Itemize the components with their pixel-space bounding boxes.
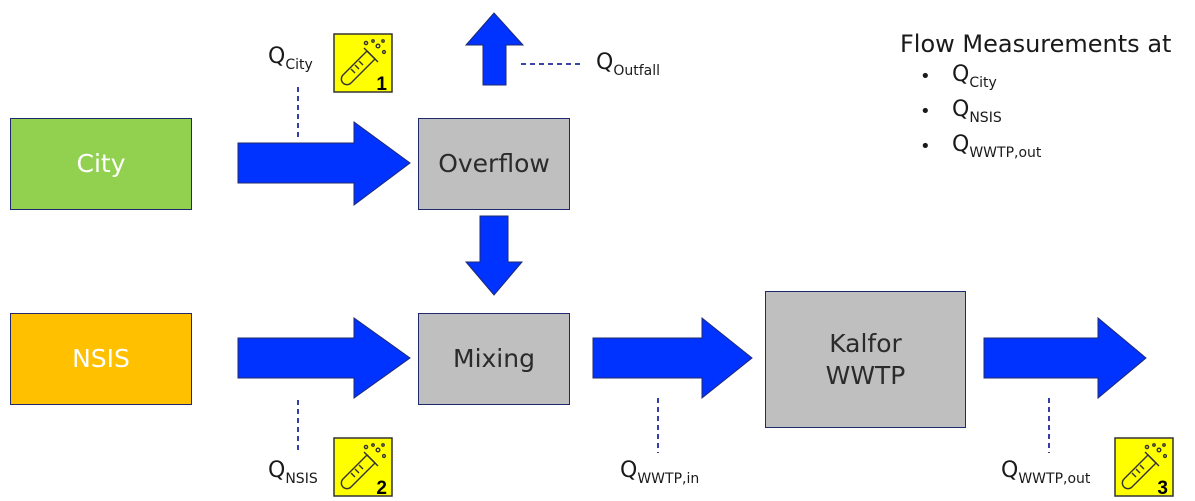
flow-label-wwtp-out: QWWTP,out: [1001, 458, 1091, 487]
legend-bullet: •: [920, 66, 931, 87]
kalfor-wwtp-node: Kalfor WWTP: [765, 291, 966, 428]
legend-title: Flow Measurements at: [900, 30, 1172, 58]
legend-item-nsis: • QNSIS: [920, 97, 1002, 126]
city-node: City: [10, 118, 192, 210]
arrow-overflow-to-outfall: [464, 12, 525, 86]
arrow-overflow-to-mixing: [464, 215, 524, 296]
arrow-nsis-to-mixing: [237, 317, 411, 399]
arrow-city-to-overflow: [237, 121, 411, 206]
arrow-mixing-to-wwtp: [592, 316, 753, 400]
flow-label-wwtp-in: QWWTP,in: [620, 458, 700, 487]
sample-badge-2: 2: [333, 437, 393, 499]
test-tube-icon: 1: [333, 33, 393, 95]
arrow-wwtp-out: [983, 316, 1147, 400]
nsis-node: NSIS: [10, 313, 192, 405]
mixing-node: Mixing: [418, 313, 570, 405]
test-tube-icon: 3: [1114, 437, 1174, 499]
legend-item-city: • QCity: [920, 62, 997, 91]
legend-list: • QCity • QNSIS • QWWTP,out: [920, 62, 1042, 167]
sample-number: 2: [376, 478, 387, 497]
test-tube-icon: 2: [333, 437, 393, 499]
flow-label-city: QCity: [268, 44, 313, 73]
overflow-node: Overflow: [418, 118, 570, 210]
legend-bullet: •: [920, 101, 931, 122]
sample-badge-1: 1: [333, 33, 393, 95]
sample-number: 1: [376, 74, 387, 93]
flow-label-outfall: QOutfall: [596, 50, 660, 79]
sample-number: 3: [1157, 478, 1168, 497]
legend-bullet: •: [920, 136, 931, 157]
legend-item-wwtp-out: • QWWTP,out: [920, 132, 1042, 161]
sample-badge-3: 3: [1114, 437, 1174, 499]
flow-label-nsis: QNSIS: [268, 458, 318, 487]
